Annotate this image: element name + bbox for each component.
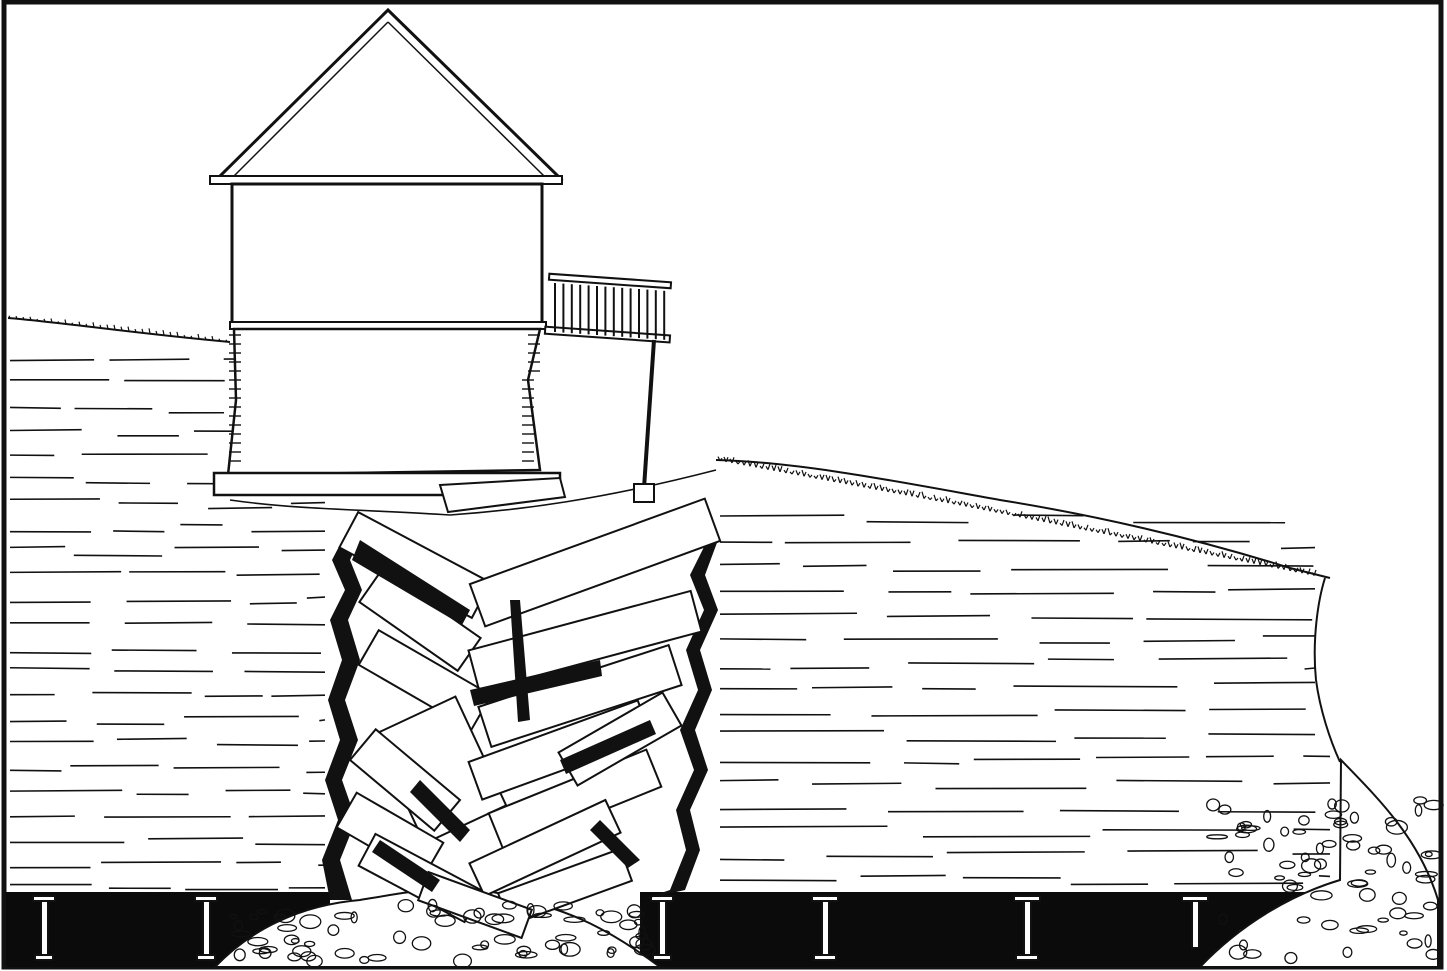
stratum-line (1319, 876, 1330, 877)
stratum-line (291, 503, 325, 504)
stratum-line (861, 875, 946, 876)
stratum-line (237, 574, 320, 575)
stratum-line (1274, 783, 1330, 784)
stratum-line (10, 653, 91, 654)
stratum-line (10, 721, 67, 722)
stratum-line (271, 695, 325, 696)
stratum-line (720, 780, 778, 781)
stratum-line (970, 593, 1114, 594)
stratum-line (1281, 548, 1315, 549)
stratum-line (10, 770, 61, 771)
stratum-line (10, 430, 82, 431)
stratum-line (282, 550, 325, 551)
stratum-line (74, 555, 162, 556)
stratum-line (1208, 566, 1314, 567)
stratum-line (10, 572, 121, 573)
stratum-line (1055, 710, 1186, 711)
stratum-line (250, 603, 297, 604)
stratum-line (10, 360, 94, 361)
stratum-line (1159, 658, 1288, 659)
stratum-line (10, 816, 75, 817)
stratum-line (812, 687, 892, 688)
stratum-line (255, 844, 325, 845)
stratum-line (1208, 734, 1315, 735)
stratum-line (113, 531, 164, 532)
stratum-line (319, 720, 325, 721)
stratum-line (251, 531, 325, 532)
stratum-line (10, 407, 61, 408)
stratum-line (307, 597, 325, 598)
stratum-line (720, 809, 846, 810)
stratum-line (247, 624, 325, 625)
stratum-line (86, 483, 150, 484)
stratum-line (303, 793, 325, 794)
stratum-line (217, 745, 298, 746)
stratum-line (1096, 757, 1189, 758)
stratum-line (1146, 619, 1312, 620)
stratum-line (1153, 592, 1215, 593)
stratum-line (720, 880, 837, 881)
stratum-line (208, 508, 272, 509)
stratum-line (148, 838, 243, 839)
stratum-line (720, 859, 784, 860)
stratum-line (244, 671, 325, 672)
stratum-line (101, 862, 221, 863)
stratum-line (812, 783, 901, 784)
house-upper-floor (232, 184, 542, 324)
stratum-line (1228, 589, 1315, 590)
stratum-line (871, 715, 1037, 716)
stratum-line (904, 763, 959, 764)
stratum-line (907, 741, 1056, 742)
stratum-line (720, 564, 780, 565)
stratum-line (109, 359, 189, 360)
stratum-line (908, 663, 1034, 664)
stratum-line (1118, 541, 1170, 542)
stratum-line (174, 767, 280, 768)
stratum-line (1013, 686, 1177, 687)
stratum-line (803, 565, 867, 566)
stratum-line (720, 613, 857, 614)
stratum-line (790, 668, 869, 669)
stratum-line (867, 522, 969, 523)
stratum-line (1127, 850, 1257, 851)
stratum-line (887, 616, 990, 617)
stratum-line (720, 639, 806, 640)
stratum-line (1116, 780, 1242, 781)
stratum-line (720, 826, 887, 827)
stratum-line (10, 547, 65, 548)
stratum-line (720, 515, 844, 516)
stratum-line (125, 622, 213, 623)
stratum-line (1214, 682, 1315, 683)
stratum-line (117, 738, 187, 739)
stratum-line (249, 816, 325, 817)
house-lower-floor (228, 329, 540, 475)
stratum-line (1031, 618, 1132, 619)
stratum-line (1305, 668, 1315, 669)
stratum-line (112, 650, 197, 651)
stratum-line (947, 852, 1085, 853)
stratum-line (10, 790, 122, 791)
stratum-line (1144, 640, 1235, 641)
stratum-line (10, 668, 90, 669)
stratum-line (114, 671, 213, 672)
stratum-line (1060, 811, 1179, 812)
deck-footing (634, 484, 654, 502)
